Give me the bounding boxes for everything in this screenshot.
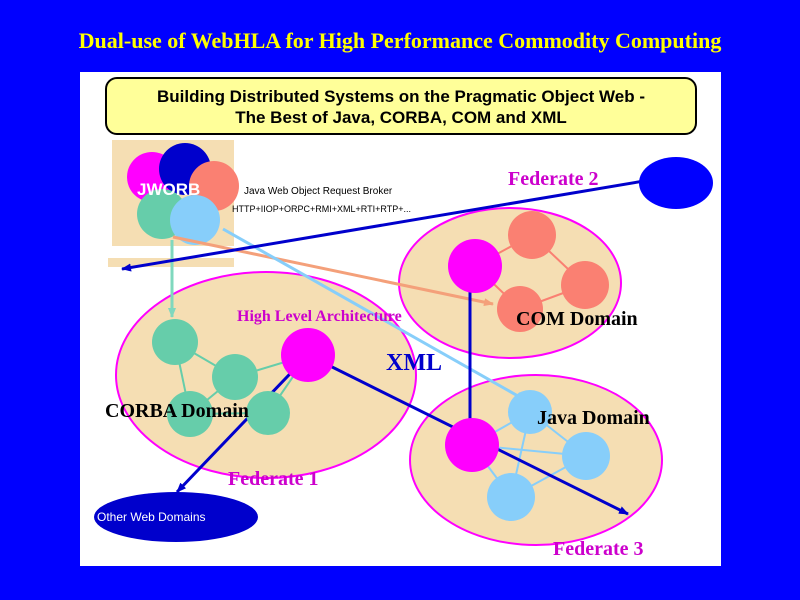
java-domain-label: Java Domain <box>537 407 650 429</box>
com-node <box>497 286 543 332</box>
other-domains-label: Other Web Domains <box>97 510 206 524</box>
jworb-protocols: HTTP+IIOP+ORPC+RMI+XML+RTI+RTP+... <box>232 204 411 214</box>
corba-node <box>152 319 198 365</box>
hla-label: High Level Architecture <box>237 308 402 325</box>
corba-domain-label: CORBA Domain <box>105 400 249 422</box>
xml-label: XML <box>386 350 442 376</box>
com-node <box>561 261 609 309</box>
banner: Building Distributed Systems on the Prag… <box>105 77 697 135</box>
other-domains-ellipse <box>94 492 258 542</box>
slide-title: Dual-use of WebHLA for High Performance … <box>78 28 722 53</box>
corba-node <box>246 391 290 435</box>
corba-node <box>167 391 213 437</box>
jworb-description: Java Web Object Request Broker <box>244 186 393 197</box>
federate2-link-arrow <box>121 174 660 272</box>
federate-2-hub <box>448 239 502 293</box>
jworb-label: JWORB <box>137 180 201 199</box>
diagram-graphics <box>94 140 713 546</box>
banner-line-1: Building Distributed Systems on the Prag… <box>156 87 646 106</box>
federate-3-label: Federate 3 <box>553 538 644 560</box>
federate-1-label: Federate 1 <box>228 468 319 490</box>
other-domains-arrow <box>175 353 310 494</box>
diagram-canvas: Building Distributed Systems on the Prag… <box>80 72 721 566</box>
com-domain-label: COM Domain <box>516 308 638 330</box>
corba-node <box>212 354 258 400</box>
banner-line-2: The Best of Java, CORBA, COM and XML <box>235 108 567 127</box>
federate-3-hub <box>445 418 499 472</box>
federate-1-ellipse <box>115 271 417 479</box>
federate-2-external-ellipse <box>639 157 713 209</box>
java-node <box>562 432 610 480</box>
federate-1-hub <box>281 328 335 382</box>
federate-2-label: Federate 2 <box>508 168 599 190</box>
federate-3-ellipse <box>409 374 663 546</box>
com-node <box>508 211 556 259</box>
java-node <box>508 390 552 434</box>
java-node <box>487 473 535 521</box>
